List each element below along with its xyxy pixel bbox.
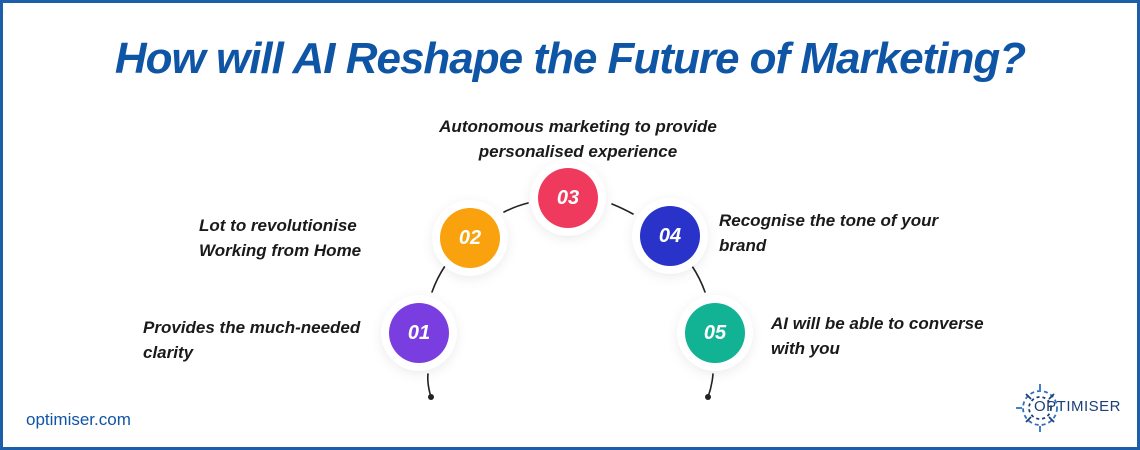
page-title: How will AI Reshape the Future of Market… <box>114 34 1026 83</box>
step-01-circle: 01 <box>389 303 449 363</box>
connector-05-end <box>707 373 714 398</box>
step-04-circle: 04 <box>640 206 700 266</box>
arc-end-dot <box>705 394 711 400</box>
step-03-text: Autonomous marketing to provide personal… <box>433 114 723 164</box>
connector-start-01 <box>427 373 432 398</box>
step-01-text-line-1: Provides the much-needed <box>143 318 361 337</box>
step-01-number: 01 <box>407 321 431 344</box>
step-05-circle: 05 <box>685 303 745 363</box>
step-04-number: 04 <box>658 224 682 247</box>
connector-03-04 <box>611 203 634 215</box>
step-03-text-line-2: personalised experience <box>478 142 678 161</box>
step-05-text-line-2: with you <box>771 339 840 358</box>
connector-01-02 <box>431 265 446 293</box>
connector-04-05 <box>691 265 706 293</box>
step-02-text-line-2: Working from Home <box>199 241 362 260</box>
step-02-circle: 02 <box>440 208 500 268</box>
step-05-number: 05 <box>703 321 727 344</box>
brand-name: OPTIMISER <box>1034 398 1122 415</box>
arc-start-dot <box>428 394 434 400</box>
step-03-text-line-1: Autonomous marketing to provide <box>439 117 717 136</box>
step-04-text-line-1: Recognise the tone of your <box>719 211 939 230</box>
step-03-circle: 03 <box>538 168 598 228</box>
connector-02-03 <box>503 202 529 213</box>
step-01-text: Provides the much-needed clarity <box>143 315 360 365</box>
step-02-number: 02 <box>458 226 482 249</box>
step-05-text-line-1: AI will be able to converse <box>771 314 984 333</box>
step-02-text: Lot to revolutionise Working from Home <box>199 213 361 263</box>
step-02-text-line-1: Lot to revolutionise <box>199 216 357 235</box>
step-04-text-line-2: brand <box>719 236 767 255</box>
step-05-text: AI will be able to converse with you <box>771 311 984 361</box>
step-03-number: 03 <box>556 186 580 209</box>
step-01-text-line-2: clarity <box>143 343 194 362</box>
step-04-text: Recognise the tone of your brand <box>719 208 938 258</box>
website-link[interactable]: optimiser.com <box>26 410 131 429</box>
optimiser-logo-icon <box>1016 384 1058 432</box>
